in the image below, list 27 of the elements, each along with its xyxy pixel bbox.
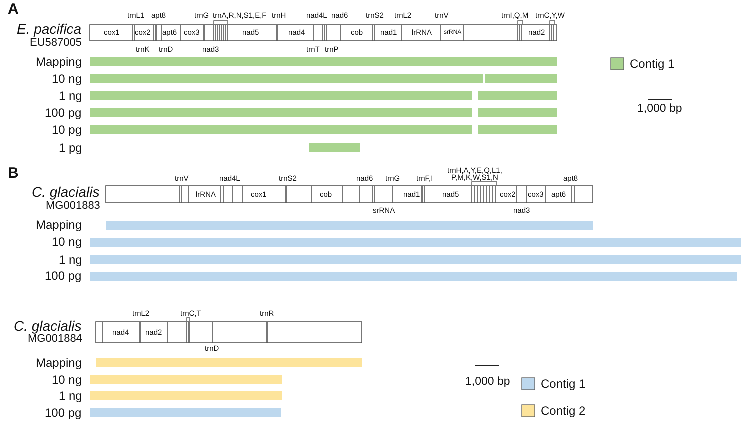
sample-label: Mapping [36, 56, 82, 68]
sample-label: Mapping [36, 219, 82, 231]
scale-label: 1,000 bp [638, 104, 682, 116]
sample-label: 1 pg [59, 142, 82, 154]
sample-label: 100 pg [45, 270, 82, 282]
sample-label: Mapping [36, 357, 82, 369]
panel-letter: A [8, 2, 19, 16]
legend-label: Contig 1 [541, 378, 586, 390]
sample-label: 100 pg [45, 407, 82, 419]
accession-label: EU587005 [30, 38, 82, 48]
panel-letter: B [8, 166, 19, 180]
legend-label: Contig 2 [541, 405, 586, 417]
sample-label: 100 pg [45, 107, 82, 119]
sample-label: 10 ng [52, 236, 82, 248]
scale-label: 1,000 bp [466, 377, 510, 388]
species-name: C. glacialis [32, 185, 100, 199]
sample-label: 10 ng [52, 374, 82, 386]
sample-label: 10 pg [52, 124, 82, 136]
sample-label: 10 ng [52, 73, 82, 85]
accession-label: MG001883 [46, 200, 100, 212]
sample-label: 1 ng [59, 90, 82, 102]
sample-label: 1 ng [59, 254, 82, 266]
species-name: C. glacialis [14, 319, 82, 333]
sample-label: 1 ng [59, 390, 82, 402]
species-name: E. pacifica [17, 22, 82, 36]
accession-label: MG001884 [28, 334, 82, 344]
legend-label: Contig 1 [630, 58, 675, 70]
